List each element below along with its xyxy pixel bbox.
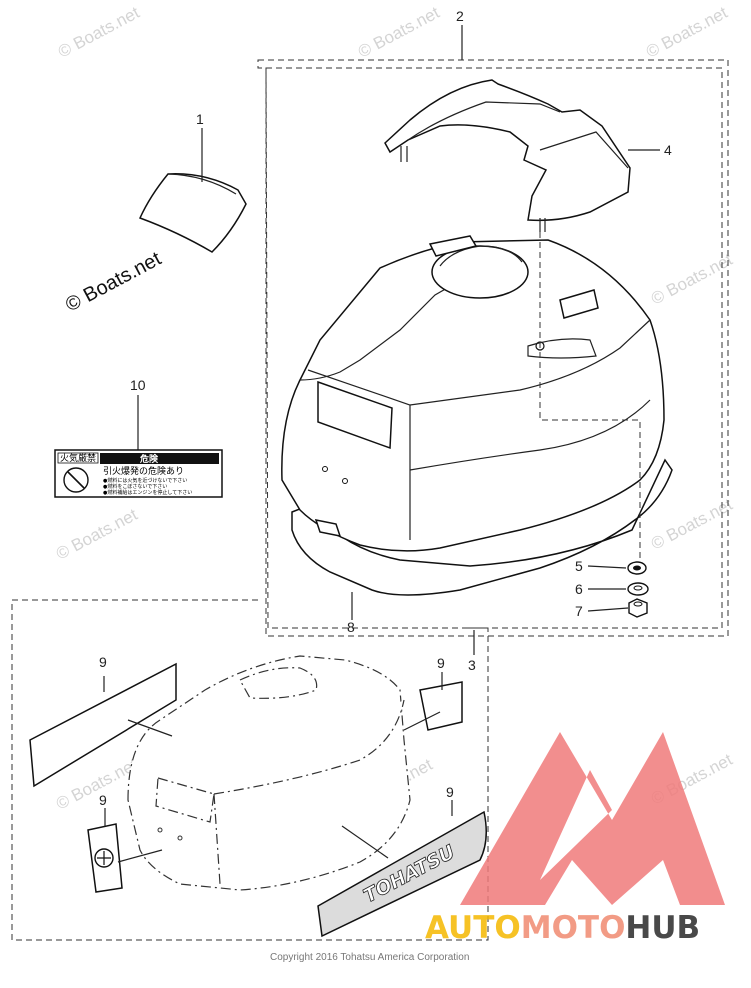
leader-7 bbox=[587, 607, 629, 612]
leader-9c-ext bbox=[117, 849, 163, 863]
callout-9a: 9 bbox=[99, 654, 107, 670]
part-9-decal-left bbox=[29, 662, 177, 788]
warning-line-3: ●燃料をこぼさないで下さい bbox=[103, 483, 167, 490]
watermark: © Boats.net bbox=[643, 3, 731, 62]
part-4-top-cover bbox=[384, 79, 631, 232]
copyright-text: Copyright 2016 Tohatsu America Corporati… bbox=[270, 952, 469, 963]
callout-4: 4 bbox=[664, 142, 672, 158]
part-8-seal bbox=[291, 458, 673, 596]
assembly-2-frame bbox=[257, 59, 729, 637]
callout-7: 7 bbox=[575, 603, 583, 619]
watermark: © Boats.net bbox=[53, 505, 141, 564]
callout-9d: 9 bbox=[446, 784, 454, 800]
part-1-pad bbox=[138, 173, 247, 253]
warning-line-1: 引火爆発の危険あり bbox=[103, 465, 184, 477]
callout-9b: 9 bbox=[437, 655, 445, 671]
watermark-dark: © Boats.net bbox=[62, 248, 165, 317]
assembly-3-frame bbox=[11, 599, 489, 941]
logo-mark bbox=[460, 732, 725, 905]
leader-9d-ext bbox=[341, 825, 389, 859]
callout-2: 2 bbox=[456, 8, 464, 24]
watermark: © Boats.net bbox=[55, 3, 143, 62]
leader-5 bbox=[587, 565, 627, 569]
callout-8: 8 bbox=[347, 619, 355, 635]
warning-header-right: 危険 bbox=[139, 453, 159, 465]
part-10-warning-label: 火気厳禁 危険 引火爆発の危険あり ●燃料には火気を近づけないで下さい ●燃料を… bbox=[54, 449, 223, 498]
assembly-2-frame-inner bbox=[265, 67, 723, 629]
callout-10: 10 bbox=[130, 377, 146, 393]
warning-line-4: ●燃料補給はエンジンを停止して下さい bbox=[103, 489, 192, 496]
logo-text-auto: AUTOMOTOHUB bbox=[425, 910, 700, 946]
callout-6: 6 bbox=[575, 581, 583, 597]
watermark: © Boats.net bbox=[355, 3, 443, 62]
callout-3: 3 bbox=[468, 657, 476, 673]
automotohub-logo: AUTOMOTOHUB bbox=[425, 732, 725, 946]
part-9-emblem-decal bbox=[87, 823, 123, 893]
callout-5: 5 bbox=[575, 558, 583, 574]
callout-1: 1 bbox=[196, 111, 204, 127]
warning-header-left: 火気厳禁 bbox=[60, 452, 96, 464]
part-9-decal-small bbox=[419, 681, 463, 731]
phantom-cowling bbox=[127, 655, 411, 891]
watermark: © Boats.net bbox=[648, 495, 736, 554]
leader-9b-ext bbox=[403, 711, 441, 731]
part-6-washer bbox=[627, 582, 649, 596]
part-5-grommet bbox=[627, 561, 647, 575]
warning-line-2: ●燃料には火気を近づけないで下さい bbox=[103, 477, 187, 484]
callout-9c: 9 bbox=[99, 792, 107, 808]
watermark: © Boats.net bbox=[648, 250, 736, 309]
leader-9a-ext bbox=[127, 719, 173, 737]
top-cowling bbox=[281, 235, 673, 596]
projection-line bbox=[539, 232, 641, 562]
part-7-nut bbox=[628, 598, 648, 618]
